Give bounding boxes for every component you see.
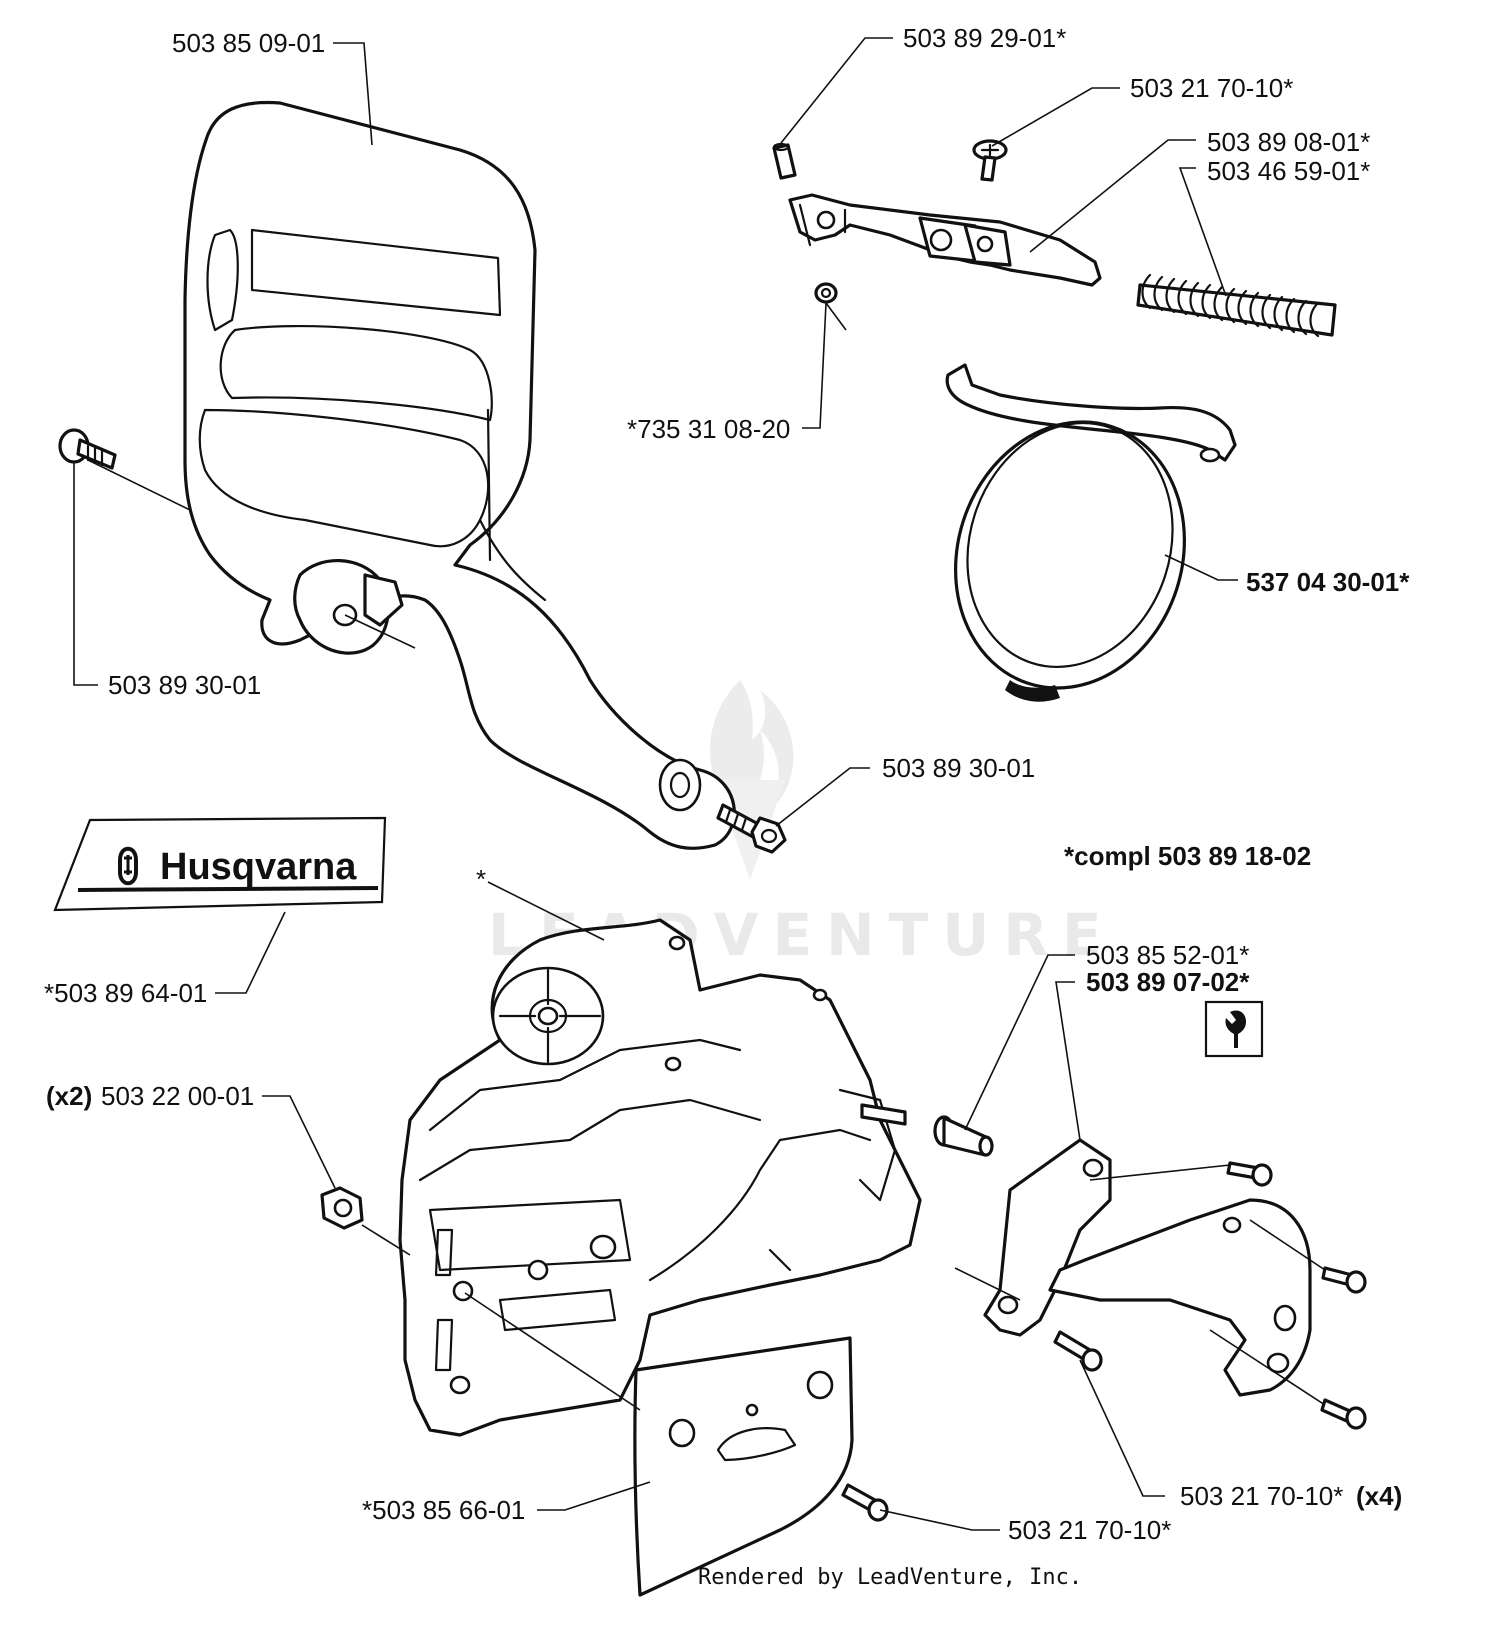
- husqvarna-decal: Husqvarna: [53, 816, 387, 912]
- guide-plate: [633, 1336, 854, 1597]
- lever-assembly: [788, 193, 1102, 287]
- label-nut: 503 22 00-01: [101, 1081, 254, 1111]
- cover-pin: [933, 1115, 994, 1157]
- circlip: [814, 282, 838, 304]
- label-chain-catcher: 503 89 07-02*: [1086, 967, 1250, 997]
- screw-top: [972, 139, 1008, 182]
- label-bolt-left: 503 89 30-01: [108, 670, 261, 700]
- label-plate: *503 85 66-01: [362, 1495, 525, 1525]
- label-screw-x4-qty: (x4): [1356, 1481, 1402, 1511]
- bolt-left: [58, 428, 117, 470]
- clutch-cover: [398, 918, 922, 1437]
- label-spring: 503 46 59-01*: [1207, 156, 1370, 186]
- nut: [320, 1186, 364, 1230]
- lever-pin: [772, 142, 797, 180]
- label-lever-assembly: 503 89 08-01*: [1207, 127, 1370, 157]
- hand-guard: [183, 100, 736, 850]
- wrench-icon: [1204, 1000, 1264, 1058]
- label-brake-band: 537 04 30-01*: [1246, 567, 1410, 597]
- label-lever-pin: 503 89 29-01*: [903, 23, 1066, 53]
- label-cover-pin: 503 85 52-01*: [1086, 940, 1249, 970]
- label-compl-note: *compl 503 89 18-02: [1064, 841, 1311, 871]
- label-screw-x4: 503 21 70-10*: [1180, 1481, 1343, 1511]
- label-screw-top: 503 21 70-10*: [1130, 73, 1293, 103]
- label-nut-qty: (x2): [46, 1081, 92, 1111]
- chain-catcher: [983, 1138, 1312, 1397]
- brand-name: Husqvarna: [160, 846, 357, 888]
- screw-1: [1226, 1161, 1273, 1187]
- label-clutch-cover: *: [476, 864, 486, 894]
- screw-2: [1321, 1266, 1367, 1294]
- credit-text: Rendered by LeadVenture, Inc.: [698, 1565, 1082, 1590]
- brake-band: [945, 363, 1237, 702]
- label-chain-guard: 503 85 09-01: [172, 28, 325, 58]
- label-bolt-lower: 503 89 30-01: [882, 753, 1035, 783]
- leader-lines: [73, 37, 1326, 1531]
- bolt-lower: [716, 803, 787, 854]
- label-circlip: *735 31 08-20: [627, 414, 790, 444]
- screw-plate: [841, 1483, 889, 1522]
- label-screw-plate: 503 21 70-10*: [1008, 1515, 1171, 1545]
- label-decal: *503 89 64-01: [44, 978, 207, 1008]
- screw-4: [1320, 1398, 1367, 1430]
- screw-3: [1053, 1330, 1103, 1372]
- spring: [1136, 273, 1337, 338]
